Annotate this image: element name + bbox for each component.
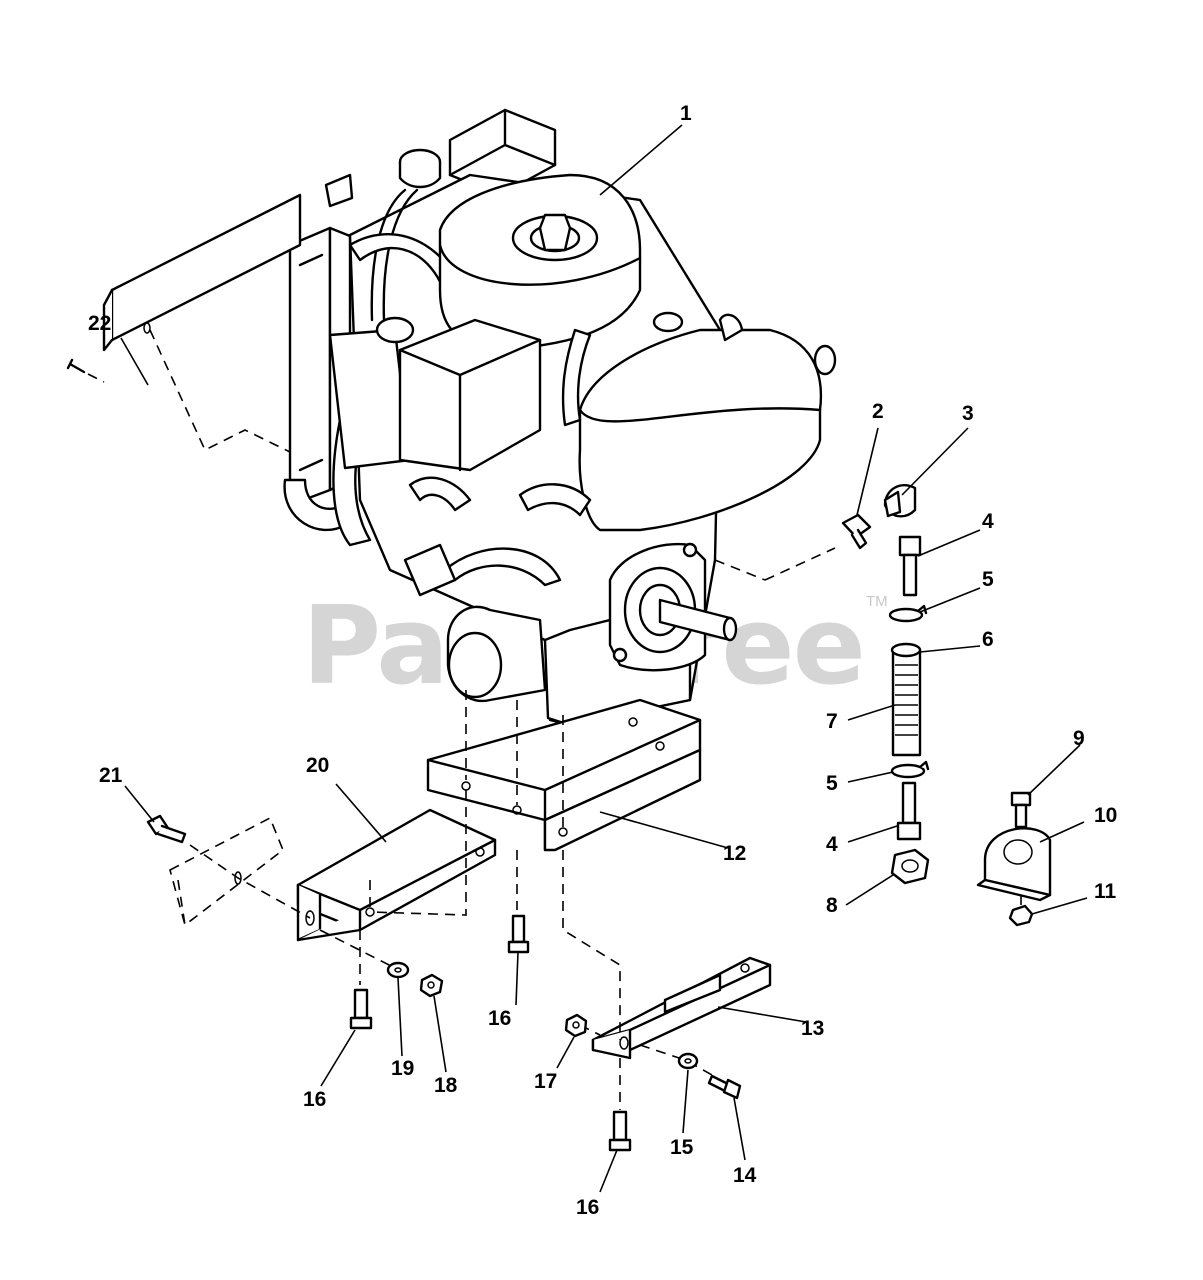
elbow-fitting-icon bbox=[883, 483, 917, 518]
callout-19: 19 bbox=[391, 1057, 414, 1080]
frame-rail-outline bbox=[169, 816, 284, 927]
hose-fitting-icon bbox=[898, 535, 922, 597]
callout-5-top: 5 bbox=[982, 568, 994, 591]
pipe-plug-icon bbox=[841, 513, 872, 550]
mounting-bracket-icon bbox=[426, 698, 702, 852]
callout-14: 14 bbox=[733, 1164, 757, 1187]
callout-5-bottom: 5 bbox=[826, 772, 838, 795]
callout-labels: 1 22 2 3 4 5 6 7 9 5 10 4 12 11 8 20 21 … bbox=[88, 102, 1117, 1219]
engine-assembly-icon bbox=[283, 108, 837, 727]
part-22-bracket bbox=[66, 193, 302, 453]
callout-17: 17 bbox=[534, 1070, 557, 1093]
mounting-bracket-icon bbox=[591, 956, 772, 1060]
callout-6: 6 bbox=[982, 628, 994, 651]
callout-1: 1 bbox=[680, 102, 692, 125]
callout-22: 22 bbox=[88, 312, 111, 335]
callout-16-bottom: 16 bbox=[576, 1196, 599, 1219]
hex-nut-icon bbox=[890, 848, 930, 885]
hex-nut-icon bbox=[419, 973, 444, 998]
callout-11: 11 bbox=[1094, 880, 1117, 903]
mounting-bracket-icon bbox=[976, 827, 1052, 902]
bolt-icon bbox=[707, 1074, 742, 1100]
callout-18: 18 bbox=[434, 1074, 458, 1097]
bolt-icon bbox=[608, 1110, 632, 1152]
callout-12: 12 bbox=[723, 842, 746, 865]
mounting-bracket-icon bbox=[296, 808, 497, 942]
hose-clamp-icon bbox=[888, 604, 928, 623]
callout-8: 8 bbox=[826, 894, 838, 917]
washer-icon bbox=[677, 1052, 699, 1070]
bolt-icon bbox=[146, 814, 187, 844]
callout-3: 3 bbox=[962, 402, 974, 425]
watermark-trademark: TM bbox=[866, 593, 888, 610]
drain-hose-icon bbox=[890, 642, 922, 757]
callout-2: 2 bbox=[872, 400, 884, 423]
callout-9: 9 bbox=[1073, 727, 1085, 750]
callout-7: 7 bbox=[826, 710, 838, 733]
callout-4-top: 4 bbox=[982, 510, 994, 533]
bolt-icon bbox=[66, 358, 86, 374]
hex-nut-icon bbox=[1008, 904, 1034, 927]
washer-icon bbox=[386, 961, 410, 979]
callout-16-left: 16 bbox=[303, 1088, 326, 1111]
leader-lines bbox=[120, 124, 1088, 1193]
callout-4-bottom: 4 bbox=[826, 833, 838, 856]
callout-13: 13 bbox=[801, 1017, 824, 1040]
callout-15: 15 bbox=[670, 1136, 694, 1159]
hose-clamp-icon bbox=[890, 760, 930, 779]
bolt-icon bbox=[507, 914, 530, 954]
bolt-icon bbox=[1010, 791, 1032, 829]
hex-nut-icon bbox=[564, 1013, 588, 1038]
callout-16-center: 16 bbox=[488, 1007, 511, 1030]
bolt-icon bbox=[349, 988, 373, 1030]
callout-20: 20 bbox=[306, 754, 329, 777]
callout-21: 21 bbox=[99, 764, 123, 787]
callout-10: 10 bbox=[1094, 804, 1117, 827]
hose-fitting-icon bbox=[896, 781, 922, 841]
